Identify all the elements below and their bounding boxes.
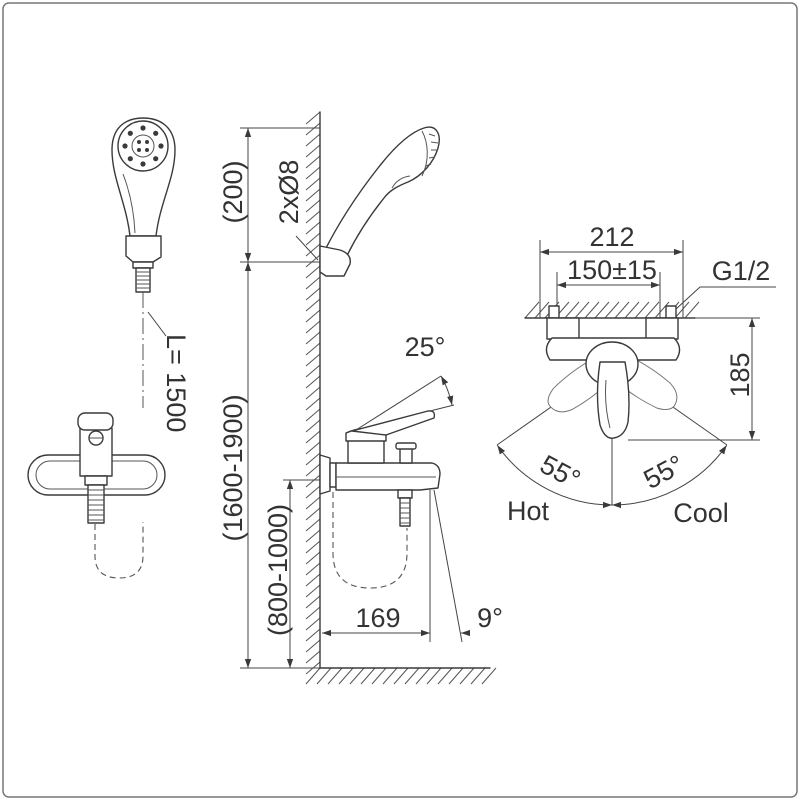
outlet-thread-lines-side [400, 502, 410, 524]
thread-lines [136, 271, 150, 289]
lever-angle-ext-line [355, 375, 442, 431]
overall-width-label: 212 [589, 222, 634, 252]
outlet-thread [87, 484, 105, 524]
spout-angle-label: 9° [477, 603, 503, 633]
spray-nozzles-side [425, 133, 439, 167]
lever-axis-ext-line [429, 404, 455, 412]
nozzle [140, 125, 146, 131]
cool-label: Cool [673, 498, 729, 528]
nozzle [145, 148, 149, 152]
wall-flange-side [319, 454, 331, 495]
spout-angle-line [433, 489, 463, 643]
left-inlet-pipe [548, 305, 560, 319]
mixer-front-view [27, 412, 166, 579]
mixer-lever [351, 410, 436, 436]
thread-size-label: G1/2 [712, 256, 771, 286]
outlet-thread-lines [88, 489, 104, 521]
hand-shower-front-view: L= 1500 [111, 117, 191, 432]
nozzle [122, 143, 128, 149]
wall-holder-side [319, 245, 351, 277]
hot-label: Hot [507, 496, 550, 526]
nozzle [153, 156, 159, 162]
cool-angle-arc [611, 445, 728, 509]
hot-angle-arc [496, 445, 613, 509]
outlet-nut-side [397, 489, 413, 499]
outlet-nut [84, 475, 108, 486]
top-view: 212 150±15 G1/2 185 55° 55° [496, 222, 776, 528]
wall-nut-side [329, 462, 337, 488]
cartridge-cap [77, 412, 114, 431]
cartridge-side [347, 439, 385, 464]
left-eccentric-connector [546, 317, 580, 340]
outlet-thread-side [399, 497, 411, 527]
hand-shower-side [323, 126, 440, 263]
lever-angle-label: 25° [405, 332, 446, 362]
wall-hatching [305, 111, 321, 675]
shower-holder [125, 235, 162, 263]
lever-top [596, 361, 630, 439]
head-offset-label: (200) [218, 160, 248, 223]
projection-label: 169 [355, 603, 400, 633]
mixer-height-label: (800-1000) [263, 504, 293, 636]
nozzle [145, 140, 149, 144]
top-wall-hatching [524, 301, 700, 319]
right-eccentric-connector [645, 317, 679, 340]
hose-loop-front [94, 522, 144, 579]
hose-nut [132, 261, 154, 269]
nozzle [140, 161, 146, 167]
spray-face-ring [117, 120, 169, 172]
spray-face-side [421, 130, 428, 177]
hose-length-label: L= 1500 [161, 334, 191, 432]
handle-highlight [122, 173, 136, 234]
spray-face-inner-ring [131, 134, 155, 158]
fixing-holes-label: 2xØ8 [274, 160, 304, 225]
diverter-cap [395, 442, 417, 450]
hose-loop-side [332, 492, 408, 589]
depth-label: 185 [725, 352, 755, 397]
hot-angle-label: 55° [535, 449, 585, 495]
spray-head-rim [391, 175, 411, 189]
hose-length-leader [147, 311, 167, 337]
lever-angle-arc [440, 375, 454, 406]
right-inlet-pipe [665, 305, 677, 319]
nozzle [137, 140, 141, 144]
nozzle [137, 148, 141, 152]
fixing-holes-leader [295, 235, 319, 261]
rail-height-label: (1600-1900) [218, 394, 248, 541]
centre-distance-label: 150±15 [567, 255, 657, 285]
side-view: (200) 2xØ8 (1600-1900) (800-1000) 25° [218, 111, 503, 685]
nozzle [153, 130, 159, 136]
nozzle [127, 156, 133, 162]
spray-nozzles [122, 125, 164, 167]
nozzle [127, 130, 133, 136]
nozzle [158, 143, 164, 149]
diverter-knob [399, 447, 413, 464]
lever-top-highlight [605, 379, 611, 429]
floor-hatching [305, 667, 497, 685]
cool-angle-label: 55° [639, 449, 689, 495]
